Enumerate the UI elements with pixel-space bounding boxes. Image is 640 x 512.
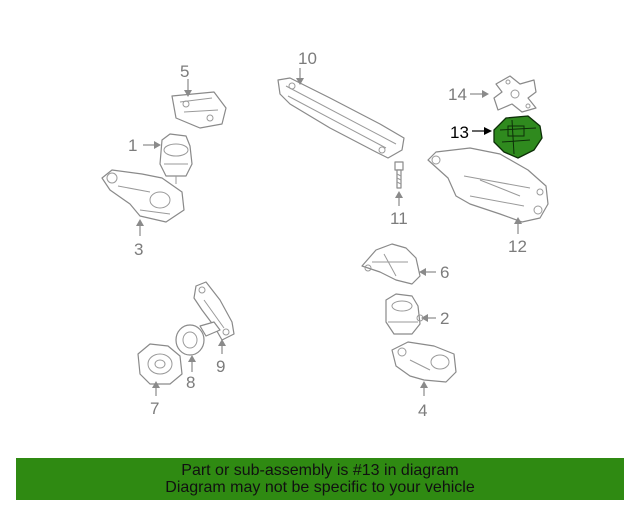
part-4-bracket[interactable] — [391, 341, 457, 383]
part-13-transmission-mount[interactable] — [493, 115, 543, 159]
callout-14: 14 — [448, 85, 489, 104]
callout-4-label: 4 — [418, 401, 427, 420]
part-2-engine-mount[interactable] — [385, 293, 424, 335]
callout-6: 6 — [419, 263, 449, 282]
callout-1: 1 — [128, 136, 161, 155]
part-5-bracket[interactable] — [171, 91, 227, 129]
callout-14-label: 14 — [448, 85, 467, 104]
callout-9-label: 9 — [216, 357, 225, 376]
part-9-bracket[interactable] — [193, 281, 235, 341]
part-10-crossmember[interactable] — [277, 77, 405, 159]
callout-10: 10 — [296, 49, 317, 85]
callout-8: 8 — [186, 355, 196, 392]
callout-9: 9 — [216, 339, 226, 376]
callout-3-label: 3 — [134, 240, 143, 259]
part-6-bracket[interactable] — [361, 243, 421, 285]
part-14-plate[interactable] — [493, 75, 537, 113]
callout-1-label: 1 — [128, 136, 137, 155]
callout-5: 5 — [180, 62, 192, 97]
part-12-crossmember[interactable] — [427, 147, 549, 223]
callout-7-label: 7 — [150, 399, 159, 418]
part-11-bolt[interactable] — [394, 161, 404, 189]
info-banner: Part or sub-assembly is #13 in diagram D… — [16, 458, 624, 500]
callout-11-label: 11 — [390, 209, 408, 228]
callout-4: 4 — [418, 381, 428, 420]
callout-6-label: 6 — [440, 263, 449, 282]
callout-12: 12 — [508, 217, 527, 256]
callout-2-label: 2 — [440, 309, 449, 328]
callout-8-label: 8 — [186, 373, 195, 392]
callout-10-label: 10 — [298, 49, 317, 68]
callout-5-label: 5 — [180, 62, 189, 81]
part-8-bushing[interactable] — [175, 321, 221, 356]
part-3-bracket[interactable] — [101, 169, 185, 223]
part-1-engine-mount[interactable] — [159, 133, 193, 184]
callout-12-label: 12 — [508, 237, 527, 256]
callout-13-label: 13 — [450, 123, 469, 142]
callout-13: 13 — [450, 123, 492, 142]
part-7-mount[interactable] — [137, 343, 183, 385]
callout-7: 7 — [150, 381, 160, 418]
banner-line-1: Part or sub-assembly is #13 in diagram — [181, 462, 459, 479]
callout-3: 3 — [134, 219, 144, 259]
callout-2: 2 — [421, 309, 449, 328]
callout-11: 11 — [390, 191, 408, 228]
banner-line-2: Diagram may not be specific to your vehi… — [165, 479, 475, 496]
